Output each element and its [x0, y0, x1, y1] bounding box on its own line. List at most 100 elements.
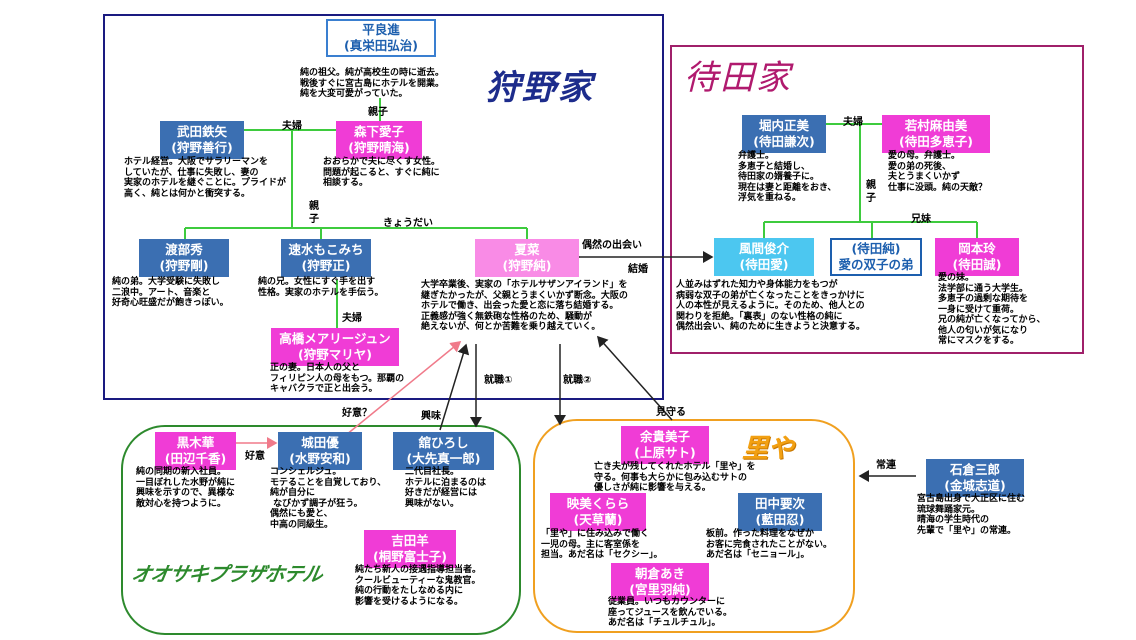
person-role: (狩野正) — [301, 258, 351, 273]
person-yokin: 余貴美子 (上原サト) — [621, 426, 709, 464]
person-name: 夏菜 — [514, 242, 540, 257]
relation-label: 偶然の出会い — [582, 240, 642, 251]
person-desc-morishita: おおらかで夫に尽くす女性。 問題が起こると、すぐに純に 相談する。 — [323, 157, 441, 188]
person-desc-eimi: 「里や」に住み込みで働く 一児の母。主に客室係を 担当。あだ名は「セクシー」。 — [541, 529, 663, 560]
person-desc-natsuna: 大学卒業後、実家の「ホテルサザンアイランド」を 継ぎたかったが、父親とうまくいか… — [421, 280, 628, 332]
kano-family-frame — [103, 14, 664, 400]
person-desc-okamoto: 愛の妹。 法学部に通う大学生。 多恵子の過剰な期待を 一身に受けて重荷。 兄の純… — [938, 273, 1046, 346]
person-desc-tanaka: 板前。作った料理をなぜか お客に完食されたことがない。 あだ名は「セニョール」。 — [706, 529, 833, 560]
person-horiuchi: 堀内正美 (待田謙次) — [742, 115, 826, 153]
satoya-title: 里や — [742, 434, 795, 464]
person-desc-kazama: 人並みはずれた知力や身体能力をもつが 病弱な双子の弟が亡くなったことをきっかけに… — [676, 280, 866, 332]
person-eimi: 映美くらら (天草蘭) — [550, 493, 646, 531]
relation-label: 子 — [866, 193, 876, 204]
person-desc-ishikura: 宮古島出身で大正区に住む 琉球舞踊家元。 晴海の学生時代の 先輩で「里や」の常連… — [917, 494, 1026, 536]
person-role: 愛の双子の弟 — [838, 257, 914, 272]
person-role: (天草蘭) — [573, 512, 623, 527]
person-desc-horiuchi: 弁護士。 多恵子と結婚し、 待田家の婿養子に。 現在は妻と距離をおき、 浮気を重… — [738, 151, 837, 203]
person-name: 堀内正美 — [758, 118, 809, 133]
person-role: (宮里羽純) — [629, 582, 691, 597]
person-name: 田中要次 — [754, 496, 805, 511]
person-desc-wakamura: 愛の母。弁護士。 愛の弟の死後、 夫とうまくいかず 仕事に没頭。純の天敵？ — [888, 151, 988, 193]
satoya-group-frame — [533, 419, 855, 633]
relation-label: 結婚 — [628, 264, 648, 275]
person-role: (狩野マリヤ) — [298, 347, 372, 362]
person-name: 映美くらら — [566, 496, 630, 511]
person-desc-watabe: 純の弟。大学受験に失敗し 二浪中。アート、音楽と 好奇心旺盛だが飽きっぽい。 — [112, 277, 229, 308]
person-natsuna: 夏菜 (狩野純) — [475, 239, 579, 277]
person-role: (狩野善行) — [171, 140, 233, 155]
person-okamoto: 岡本玲 (待田誠) — [935, 238, 1019, 276]
person-desc-takeda: ホテル経営。大阪でサラリーマンを していたが、仕事に失敗し、妻の 実家のホテルを… — [124, 157, 287, 199]
person-role: (水野安和) — [289, 451, 351, 466]
person-role: (狩野晴海) — [348, 140, 410, 155]
machida-family-title: 待田家 — [684, 58, 792, 98]
person-name: 渡部秀 — [165, 242, 203, 257]
relation-label: きょうだい — [383, 218, 433, 229]
person-name: 石倉三郎 — [949, 462, 1000, 477]
relation-label: 親子 — [368, 107, 388, 118]
person-name: 高橋メアリージュン — [279, 331, 391, 346]
person-taira: 平良進 (真栄田弘治) — [326, 19, 436, 57]
relation-label: 夫婦 — [843, 117, 863, 128]
person-desc-yoshida: 純たち新人の接遇指導担当者。 クールビューティーな鬼教官。 純の行動をたしなめる… — [355, 565, 482, 607]
person-takahashi: 高橋メアリージュン (狩野マリヤ) — [271, 328, 399, 366]
relation-label: 好意 — [245, 451, 265, 462]
machida-family-frame — [670, 45, 1084, 354]
person-desc-kuroki: 純の同期の新入社員。 一目ぼれした水野が純に 興味を示すので、異様な 敵対心を持… — [136, 467, 236, 509]
person-kuroki: 黒木華 (田辺千香) — [155, 432, 236, 470]
person-morishita: 森下愛子 (狩野晴海) — [336, 121, 422, 159]
relation-label: 子 — [309, 214, 319, 225]
person-role: (狩野剛) — [159, 258, 209, 273]
person-name: 武田鉄矢 — [176, 124, 227, 139]
person-name: 森下愛子 — [353, 124, 404, 139]
person-watabe: 渡部秀 (狩野剛) — [139, 239, 229, 277]
relation-label: 就職② — [563, 375, 592, 386]
person-role: (大先真一郎) — [406, 451, 481, 466]
relation-label: 夫婦 — [282, 121, 302, 132]
relation-label: 親 — [309, 201, 319, 212]
relation-label: 親 — [866, 180, 876, 191]
person-role: (金城志道) — [944, 478, 1006, 493]
person-desc-shirota: コンシェルジュ。 モテることを自覚しており、 純が自分に なびかず調子が狂う。 … — [270, 467, 387, 530]
person-name: 平良進 — [362, 22, 400, 37]
person-name: 吉田羊 — [391, 533, 429, 548]
relation-label: 就職① — [484, 375, 513, 386]
person-role: (真栄田弘治) — [344, 38, 418, 53]
person-name: 速水もこみち — [288, 242, 364, 257]
person-desc-hayami: 純の兄。女性にすぐ手を出す 性格。実家のホテルを手伝う。 — [258, 277, 384, 298]
relation-label: 常連 — [876, 460, 896, 471]
relation-label: 見守る — [656, 407, 686, 418]
relation-label: 兄妹 — [911, 214, 931, 225]
person-name: 黒木華 — [176, 435, 215, 450]
person-hayami: 速水もこみち (狩野正) — [281, 239, 371, 277]
person-desc-takahashi: 正の妻。日本人の父と フィリピン人の母をもつ。那覇の キャバクラで正と出会う。 — [270, 363, 405, 394]
person-desc-yokin: 亡き夫が残してくれたホテル「里や」を 守る。何事も大らかに包み込むサトの 優しさ… — [594, 462, 756, 493]
person-role: (上原サト) — [634, 445, 696, 460]
person-name: 風間俊介 — [738, 241, 789, 256]
person-machidajun: (待田純) 愛の双子の弟 — [830, 238, 922, 276]
person-desc-asakura: 従業員。いつもカウンターに 座ってジュースを飲んでいる。 あだ名は「チュルチュル… — [608, 597, 733, 628]
person-role: (藍田忍) — [755, 512, 805, 527]
person-wakamura: 若村麻由美 (待田多恵子) — [882, 115, 990, 153]
person-yoshida: 吉田羊 (桐野富士子) — [364, 530, 456, 568]
person-role: (待田愛) — [739, 257, 789, 272]
person-name: 若村麻由美 — [904, 118, 968, 133]
person-role: (待田多恵子) — [899, 134, 973, 149]
person-name: 余貴美子 — [639, 429, 690, 444]
plaza-hotel-group-frame — [121, 425, 521, 635]
person-asakura: 朝倉あき (宮里羽純) — [611, 563, 709, 601]
person-name: (待田純) — [851, 241, 901, 256]
person-ishikura: 石倉三郎 (金城志道) — [926, 459, 1024, 497]
person-takeda: 武田鉄矢 (狩野善行) — [160, 121, 244, 159]
person-role: (待田誠) — [952, 257, 1002, 272]
person-tanaka: 田中要次 (藍田忍) — [738, 493, 822, 531]
person-role: (桐野富士子) — [373, 549, 447, 564]
person-name: 朝倉あき — [634, 566, 685, 581]
relation-label: 夫婦 — [342, 313, 362, 324]
person-name: 岡本玲 — [958, 241, 996, 256]
relation-label: 興味 — [421, 411, 441, 422]
person-desc-taira: 純の祖父。純が高校生の時に逝去。 戦後すぐに宮古島にホテルを開業。 純を大変可愛… — [300, 68, 445, 99]
person-kazama: 風間俊介 (待田愛) — [714, 238, 814, 276]
